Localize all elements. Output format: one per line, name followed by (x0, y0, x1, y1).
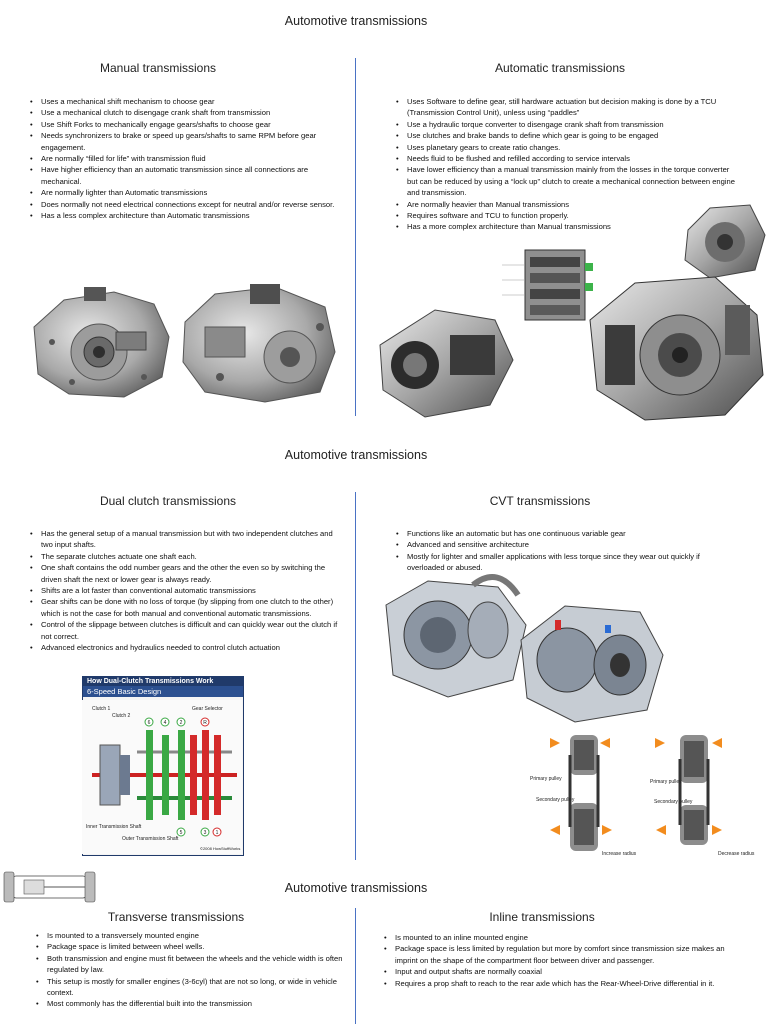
inner-shaft-label: Inner Transmission Shaft (86, 824, 142, 830)
transverse-list: Is mounted to a transversely mounted eng… (34, 930, 344, 1010)
dual-clutch-item: Gear shifts can be done with no loss of … (28, 596, 338, 619)
automatic-item: Uses planetary gears to create ratio cha… (394, 142, 736, 154)
dual-clutch-gear-drawing: 6 4 2 R 5 3 1 Clutch 1 Clutch 2 Gear Selector… (82, 700, 242, 854)
gear-selector-label: Gear Selector (192, 706, 223, 712)
inline-item: Requires a prop shaft to reach to the re… (382, 978, 744, 990)
cvt-pulley-diagram-1: Primary pulley Secondary pulley Increase… (530, 735, 637, 857)
transverse-item: Is mounted to a transversely mounted eng… (34, 930, 344, 942)
inline-list: Is mounted to an inline mounted enginePa… (382, 932, 744, 989)
transverse-item: Package space is limited between wheel w… (34, 941, 344, 953)
transverse-heading: Transverse transmissions (107, 910, 245, 924)
vehicle-layout-sketch (3, 871, 96, 903)
clutch1-label: Clutch 1 (92, 706, 111, 712)
manual-item: Needs synchronizers to brake or speed up… (28, 130, 348, 153)
dual-clutch-item: Control of the slippage between clutches… (28, 619, 338, 642)
page-title-3: Automotive transmissions (284, 881, 428, 895)
diagram-subheader: 6-Speed Basic Design (83, 686, 243, 697)
dual-clutch-item: Has the general setup of a manual transm… (28, 528, 338, 551)
outer-shaft-label: Outer Transmission Shaft (122, 836, 179, 842)
automatic-item: Use clutches and brake bands to define w… (394, 130, 736, 142)
gear-number-badge (176, 827, 186, 837)
automatic-heading: Automatic transmissions (494, 61, 626, 75)
decrease-radius-label: Decrease radius (718, 851, 755, 857)
manual-item: Are normally lighter than Automatic tran… (28, 187, 348, 199)
manual-item: Have higher efficiency than an automatic… (28, 164, 348, 187)
automatic-list: Uses Software to define gear, still hard… (394, 96, 736, 233)
cvt-item: Mostly for lighter and smaller applicati… (394, 551, 724, 574)
manual-gearbox-image-2 (182, 284, 336, 403)
transverse-item: Most commonly has the differential built… (34, 998, 344, 1010)
dual-clutch-item: Shifts are a lot faster than conventiona… (28, 585, 338, 597)
gear-number: 3 (204, 830, 207, 836)
automatic-item: Uses Software to define gear, still hard… (394, 96, 736, 119)
manual-heading: Manual transmissions (99, 61, 217, 75)
primary-pulley-label-2: Primary pulley (650, 779, 682, 785)
gear-number: R (203, 720, 207, 726)
gear-number: 2 (180, 720, 183, 726)
dual-clutch-item: One shaft contains the odd number gears … (28, 562, 338, 585)
divider-3 (355, 908, 356, 1024)
automatic-gearbox-image-2 (589, 276, 764, 421)
dual-clutch-heading: Dual clutch transmissions (99, 494, 237, 508)
gear-number: 1 (216, 830, 219, 836)
cvt-cutaway-image-1 (385, 574, 527, 698)
cvt-item: Functions like an automatic but has one … (394, 528, 724, 540)
gear-number-badge (160, 717, 170, 727)
dual-clutch-item: The separate clutches actuate one shaft … (28, 551, 338, 563)
automatic-item: Has a more complex architecture than Man… (394, 221, 736, 233)
gear-number-badge (200, 717, 210, 727)
page-title-2: Automotive transmissions (284, 448, 428, 462)
automatic-item: Have lower efficiency than a manual tran… (394, 164, 736, 198)
gear-number: 4 (164, 720, 167, 726)
automatic-item: Needs fluid to be flushed and refilled a… (394, 153, 736, 165)
inline-item: Input and output shafts are normally coa… (382, 966, 744, 978)
transverse-item: Both transmission and engine must fit be… (34, 953, 344, 976)
gear-number: 6 (148, 720, 151, 726)
manual-item: Has a less complex architecture than Aut… (28, 210, 348, 222)
cvt-item: Advanced and sensitive architecture (394, 539, 724, 551)
manual-item: Uses a mechanical shift mechanism to cho… (28, 96, 348, 108)
automatic-item: Are normally heavier than Manual transmi… (394, 199, 736, 211)
manual-item: Are normally “filled for life” with tran… (28, 153, 348, 165)
copyright-label: ©2008 HowStuffWorks (200, 846, 240, 851)
manual-item: Does normally not need electrical connec… (28, 199, 348, 211)
divider-1 (355, 58, 356, 416)
cvt-list: Functions like an automatic but has one … (394, 528, 724, 574)
dual-clutch-item: Advanced electronics and hydraulics need… (28, 642, 338, 654)
dual-clutch-list: Has the general setup of a manual transm… (28, 528, 338, 654)
cvt-pulley-diagram-2: Primary pulley Secondary pulley Decrease… (650, 735, 755, 857)
inline-item: Package space is less limited by regulat… (382, 943, 744, 966)
gear-number: 5 (180, 830, 183, 836)
inline-item: Is mounted to an inline mounted engine (382, 932, 744, 944)
increase-radius-label: Increase radius (602, 851, 637, 857)
manual-list: Uses a mechanical shift mechanism to cho… (28, 96, 348, 222)
gear-number-badge (144, 717, 154, 727)
cvt-cutaway-image-2 (520, 605, 664, 723)
automatic-item: Use a hydraulic torque converter to dise… (394, 119, 736, 131)
secondary-pulley-label-1: Secondary pulley (536, 797, 575, 803)
inline-heading: Inline transmissions (489, 910, 595, 924)
gear-number-badge (212, 827, 222, 837)
clutch2-label: Clutch 2 (112, 713, 131, 719)
automatic-gearbox-image-1 (379, 309, 514, 418)
manual-item: Use a mechanical clutch to disengage cra… (28, 107, 348, 119)
manual-gearbox-image-1 (33, 287, 170, 398)
valve-body-image (502, 249, 593, 321)
page-title-1: Automotive transmissions (284, 14, 428, 28)
manual-item: Use Shift Forks to mechanically engage g… (28, 119, 348, 131)
secondary-pulley-label-2: Secondary pulley (654, 799, 693, 805)
gear-number-badge (176, 717, 186, 727)
primary-pulley-label-1: Primary pulley (530, 776, 562, 782)
gear-number-badge (200, 827, 210, 837)
automatic-item: Requires software and TCU to function pr… (394, 210, 736, 222)
diagram-header: How Dual-Clutch Transmissions Work (83, 677, 243, 686)
transverse-item: This setup is mostly for smaller engines… (34, 976, 344, 999)
divider-2 (355, 492, 356, 860)
automatic-cutaway-image (684, 204, 766, 279)
cvt-heading: CVT transmissions (489, 494, 591, 508)
